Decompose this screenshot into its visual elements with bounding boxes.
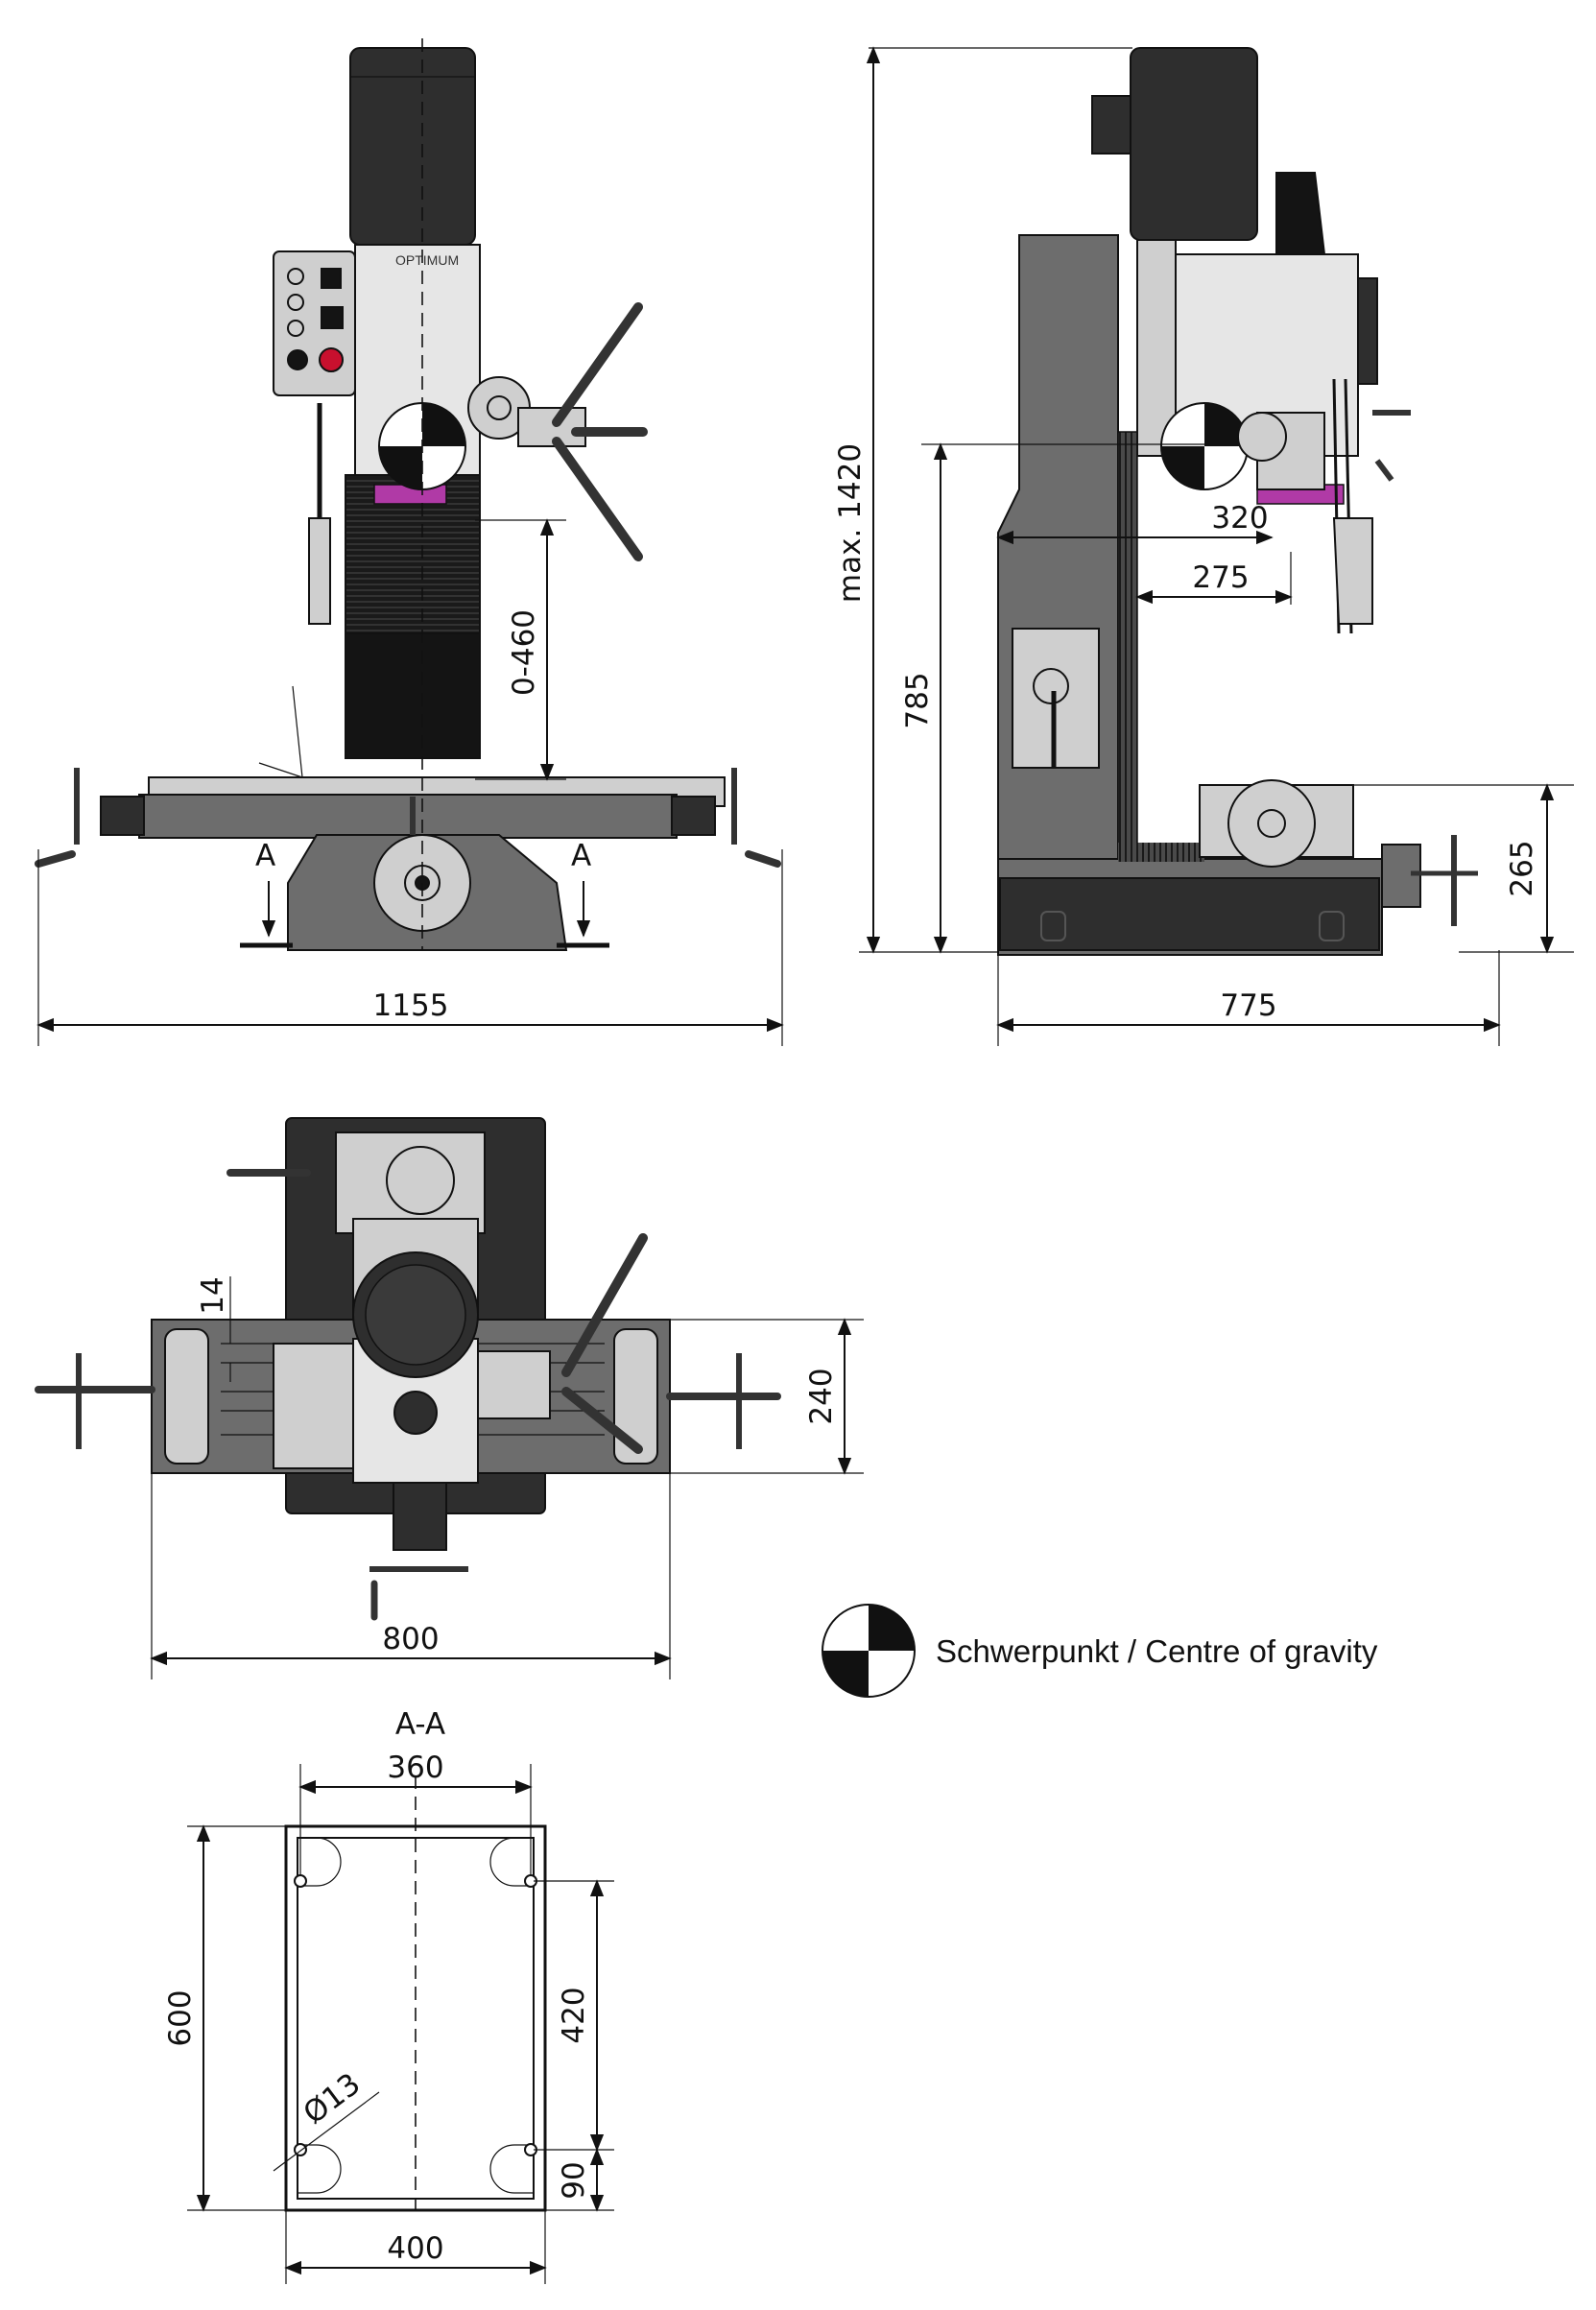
dim-section-bottom-width: 400: [387, 2231, 443, 2266]
dim-quill-travel: 0-460: [507, 609, 541, 696]
dim-table-height: 785: [900, 672, 935, 728]
dim-max-height: max. 1420: [833, 443, 868, 603]
front-view: OPTIMUM: [35, 38, 784, 1046]
dim-overall-width: 1155: [373, 988, 449, 1023]
top-view: 14 240 800: [35, 1117, 864, 1679]
dim-spindle-offset: 320: [1211, 501, 1268, 536]
dim-section-top-width: 360: [387, 1750, 443, 1785]
dim-top-width: 800: [382, 1622, 439, 1656]
section-mark-left: A: [255, 839, 275, 873]
section-title: A-A: [395, 1707, 445, 1742]
side-view: max. 1420 785 320 275 265 775: [833, 46, 1574, 1046]
mount-hole: [294, 1874, 307, 1888]
front-motor: [349, 47, 476, 246]
emergency-stop-icon: [319, 347, 344, 372]
dim-hole-spacing: 420: [557, 1987, 591, 2043]
section-mark-right: A: [571, 839, 591, 873]
dim-base-height: 265: [1505, 840, 1539, 896]
dim-column-offset: 275: [1192, 560, 1249, 595]
section-view: A-A Ø13 360 400 600 420: [163, 1707, 614, 2284]
side-motor: [1130, 47, 1258, 241]
dim-hole-offset: 90: [557, 2161, 591, 2199]
dim-slot-width: 14: [196, 1276, 230, 1314]
cog-legend-icon: [822, 1604, 916, 1698]
legend-label: Schwerpunkt / Centre of gravity: [936, 1633, 1378, 1669]
brand-label: OPTIMUM: [395, 252, 459, 268]
dim-depth: 775: [1220, 988, 1276, 1023]
dim-table-depth: 240: [804, 1368, 839, 1424]
dim-section-height: 600: [163, 1989, 198, 2046]
legend: Schwerpunkt / Centre of gravity: [822, 1604, 1378, 1698]
cog-marker-side: [1160, 402, 1249, 490]
